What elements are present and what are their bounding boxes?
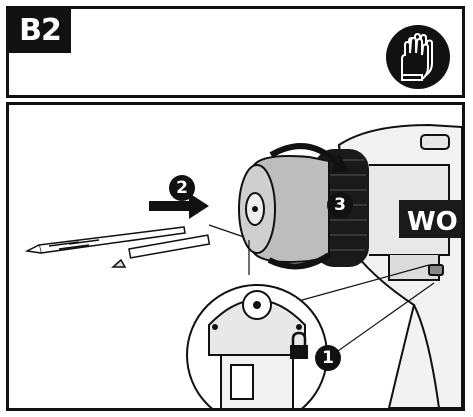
gloves-icon: [386, 25, 450, 89]
drill-body: [337, 123, 462, 408]
figure-header: B2: [6, 6, 465, 98]
insert-arrow: [149, 193, 209, 219]
lock-detail-circle: [186, 284, 328, 408]
drill-chuck: [238, 143, 349, 270]
brand-plate: [399, 200, 462, 238]
drill-illustration: WO: [6, 102, 465, 411]
step-3-marker: 3: [327, 192, 353, 218]
brand-text: WO: [407, 207, 458, 237]
step-1-marker: 1: [315, 345, 341, 371]
step-2-marker: 2: [169, 175, 195, 201]
lock-icon: [290, 331, 308, 359]
drill-bit: [24, 226, 186, 254]
figure-id-badge: B2: [9, 9, 71, 53]
screwdriver-bit: [111, 234, 211, 268]
